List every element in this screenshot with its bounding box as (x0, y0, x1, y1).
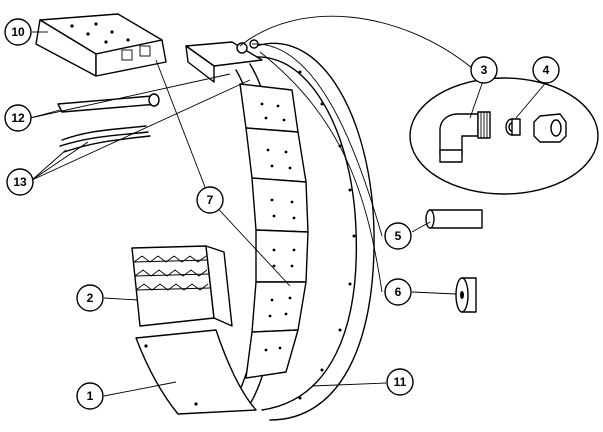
svg-text:3: 3 (481, 63, 488, 77)
leader-lines (29, 15, 549, 397)
callout-10: 10 (4, 18, 32, 46)
part-lining-blocks (239, 83, 309, 379)
svg-text:7: 7 (207, 193, 214, 207)
callout-1: 1 (76, 382, 104, 410)
callout-4: 4 (532, 56, 560, 84)
part-brake-block (35, 13, 167, 77)
part-rod (57, 93, 160, 113)
part-spring-strips (59, 125, 151, 153)
callout-2: 2 (76, 284, 104, 312)
part-lower-plate (135, 329, 257, 415)
part-shoe-lining (131, 245, 233, 327)
callout-6: 6 (384, 278, 412, 306)
callout-11: 11 (386, 368, 414, 396)
callout-7: 7 (196, 186, 224, 214)
callout-5: 5 (384, 222, 412, 250)
svg-text:1: 1 (87, 389, 94, 403)
svg-text:12: 12 (11, 111, 25, 125)
svg-text:13: 13 (13, 175, 27, 189)
svg-text:5: 5 (395, 229, 402, 243)
svg-text:4: 4 (543, 63, 550, 77)
callout-13: 13 (6, 168, 34, 196)
part-cylinder (425, 209, 483, 229)
part-top-bracket (185, 39, 263, 83)
svg-text:11: 11 (394, 375, 407, 389)
inset-fittings (409, 77, 599, 195)
svg-text:6: 6 (395, 285, 402, 299)
svg-text:2: 2 (87, 291, 94, 305)
callout-3: 3 (470, 56, 498, 84)
callout-12: 12 (4, 104, 32, 132)
part-washer (455, 277, 477, 313)
svg-text:10: 10 (11, 25, 25, 39)
